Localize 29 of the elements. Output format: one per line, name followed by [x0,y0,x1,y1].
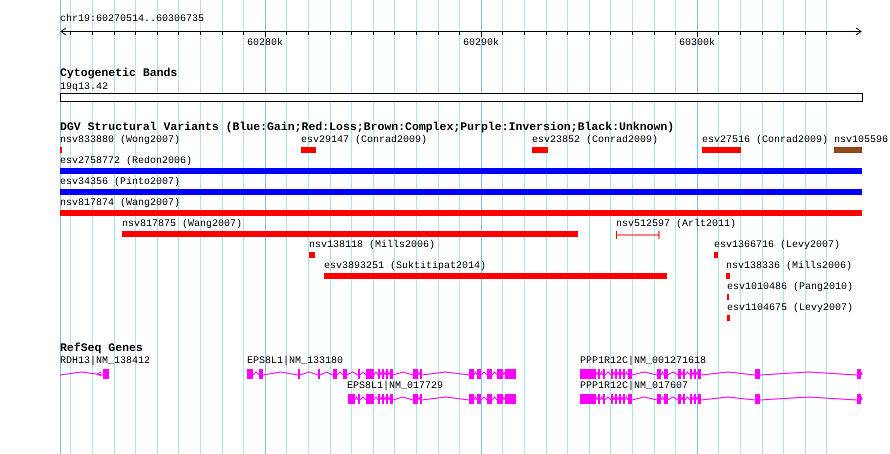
variant-label: nsv138118 (Mills2006) [309,240,436,251]
gene-label: PPP1R12C|NM_017607 [580,381,690,392]
gene-label: RDH13|NM_138412 [60,356,150,367]
variant-label: esv3893251 (Suktitipat2014) [324,261,488,272]
variant-label: esv1366716 (Levy2007) [714,240,840,251]
tick-label: 60280k [247,38,284,49]
variant-label: esv27516 (Conrad2009) [702,135,828,146]
track-heading: RefSeq Genes [60,342,143,355]
variant-label: nsv833880 (Wong2007) [60,135,180,146]
band-label: 19q13.42 [60,82,110,93]
gene-label: EPS8L1|NM_133180 [247,356,344,367]
region-label: chr19:60270514..60306735 [60,14,204,25]
variant-label: esv1010486 (Pang2010) [727,282,854,293]
variant-label: nsv817875 (Wang2007) [122,219,244,230]
variant-label: nsv138336 (Mills2006) [726,261,852,272]
variant-label: nsv105596 [834,135,888,146]
variant-label: esv23852 (Conrad2009) [532,135,658,146]
track-heading: DGV Structural Variants (Blue:Gain;Red:Loss;Brown:Complex;Purple:Inversion;Black:Unknown) [60,121,674,134]
tick-label: 60290k [463,38,500,49]
gene-label: PPP1R12C|NM_001271618 [580,356,708,367]
tick-label: 60300k [679,38,716,49]
variant-label: nsv817874 (Wang2007) [60,198,182,209]
variant-label: esv34356 (Pinto2007) [60,177,182,188]
variant-label: esv1104675 (Levy2007) [727,303,854,314]
variant-label: esv2758772 (Redon2006) [60,156,194,167]
variant-label: nsv512597 (Arlt2011) [616,219,736,230]
track-heading: Cytogenetic Bands [60,67,178,80]
variant-label: esv29147 (Conrad2009) [301,135,428,146]
gene-label: EPS8L1|NM_017729 [347,381,444,392]
